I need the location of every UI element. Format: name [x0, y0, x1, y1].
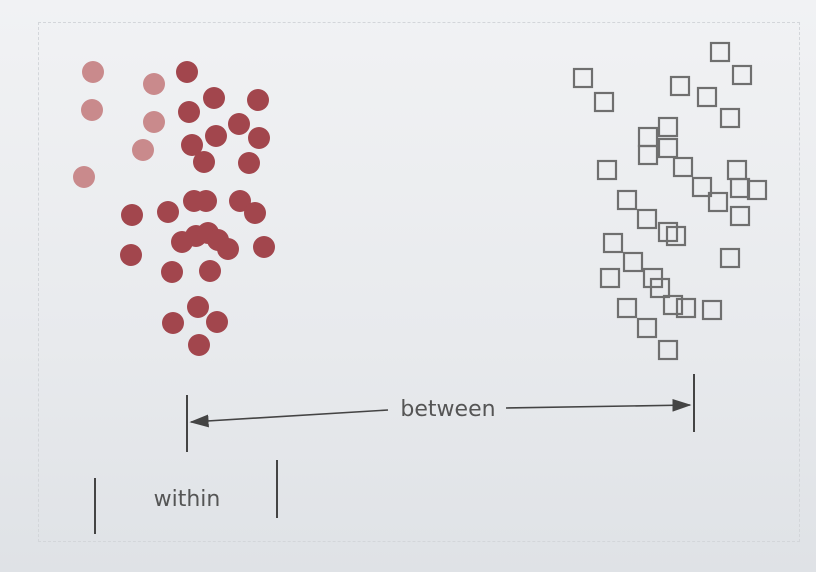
- dot: [162, 312, 184, 334]
- faded-dot: [143, 73, 165, 95]
- faded-dot: [73, 166, 95, 188]
- square: [719, 247, 741, 269]
- square: [593, 91, 615, 113]
- square: [602, 232, 624, 254]
- dot: [161, 261, 183, 283]
- square: [729, 205, 751, 227]
- dot: [205, 125, 227, 147]
- square: [691, 176, 713, 198]
- between-arrow-right: [505, 398, 692, 412]
- square: [707, 191, 729, 213]
- square: [696, 86, 718, 108]
- dot: [248, 127, 270, 149]
- square: [636, 208, 658, 230]
- dot: [193, 151, 215, 173]
- dot: [217, 238, 239, 260]
- square: [746, 179, 768, 201]
- square: [599, 267, 621, 289]
- square: [649, 277, 671, 299]
- square: [665, 225, 687, 247]
- dot: [195, 190, 217, 212]
- square: [637, 126, 659, 148]
- dot: [244, 202, 266, 224]
- dot: [181, 134, 203, 156]
- faded-dot: [143, 111, 165, 133]
- dot: [199, 260, 221, 282]
- faded-dot: [81, 99, 103, 121]
- square: [731, 64, 753, 86]
- dot: [247, 89, 269, 111]
- square: [719, 107, 741, 129]
- square: [616, 189, 638, 211]
- square: [657, 137, 679, 159]
- figure-frame: [38, 22, 800, 542]
- dot: [157, 201, 179, 223]
- dot: [121, 204, 143, 226]
- square: [701, 299, 723, 321]
- square: [657, 116, 679, 138]
- square: [675, 297, 697, 319]
- group-a-dots: [73, 61, 275, 356]
- dot: [187, 296, 209, 318]
- square: [572, 67, 594, 89]
- dot: [206, 311, 228, 333]
- between-arrow-left: [189, 409, 389, 428]
- dot: [238, 152, 260, 174]
- dot: [228, 113, 250, 135]
- between-label: between: [400, 397, 495, 422]
- square: [637, 144, 659, 166]
- square: [729, 177, 751, 199]
- dot: [229, 190, 251, 212]
- square: [726, 159, 748, 181]
- square: [709, 41, 731, 63]
- square: [596, 159, 618, 181]
- square: [616, 297, 638, 319]
- square: [622, 251, 644, 273]
- within-label: within: [154, 487, 221, 512]
- dot: [253, 236, 275, 258]
- dot: [203, 87, 225, 109]
- faded-dot: [132, 139, 154, 161]
- dot: [120, 244, 142, 266]
- group-b-squares: [572, 41, 768, 361]
- square: [662, 294, 684, 316]
- square: [636, 317, 658, 339]
- dot: [188, 334, 210, 356]
- square: [657, 339, 679, 361]
- square: [672, 156, 694, 178]
- dot: [178, 101, 200, 123]
- faded-dot: [82, 61, 104, 83]
- dot: [176, 61, 198, 83]
- square: [669, 75, 691, 97]
